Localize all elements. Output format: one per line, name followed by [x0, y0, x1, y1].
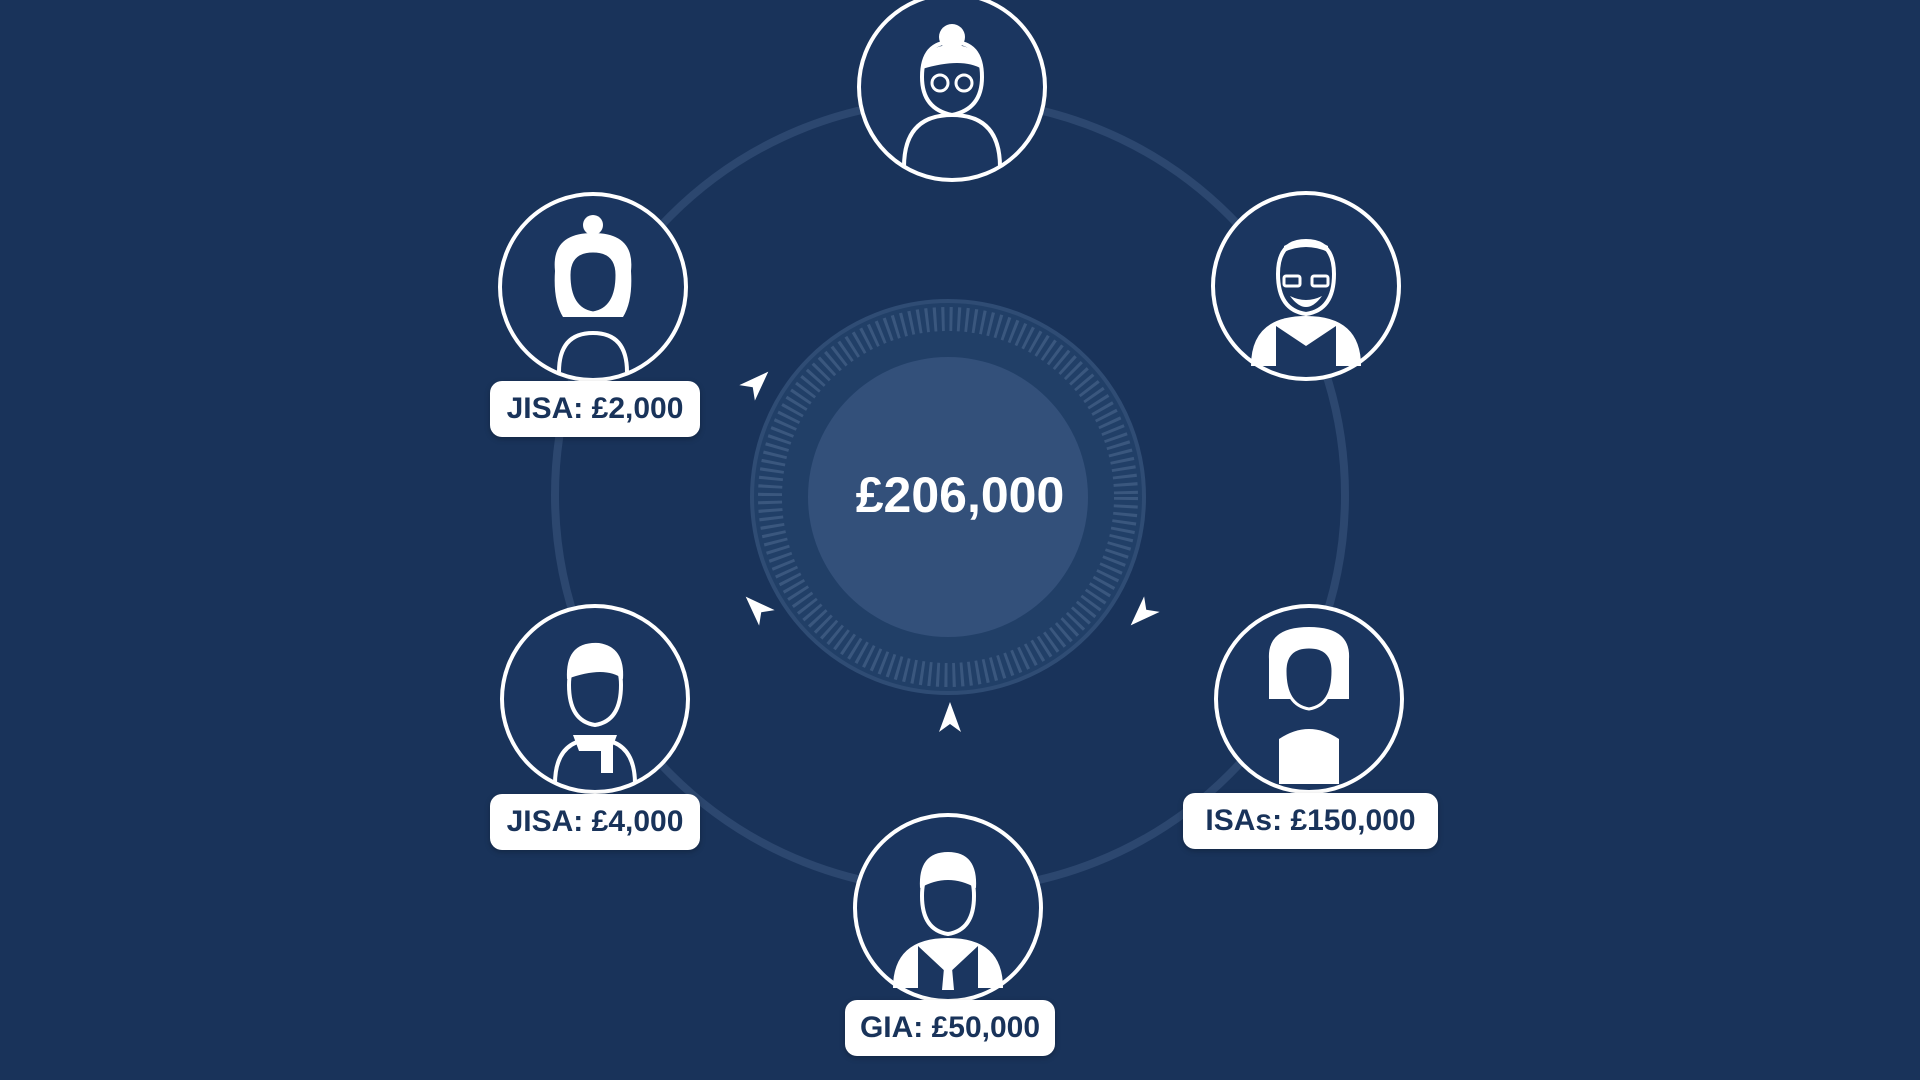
- grandmother-avatar-icon: [857, 0, 1047, 182]
- man-avatar-icon: [853, 813, 1043, 1003]
- woman-avatar-icon: [1214, 604, 1404, 794]
- girl-avatar-icon: [498, 192, 688, 382]
- label-mother: ISAs: £150,000: [1183, 793, 1438, 849]
- center-dial: [750, 299, 1146, 695]
- boy-avatar-icon: [500, 604, 690, 794]
- arrow-icon: [745, 596, 775, 626]
- total-value: £206,000: [855, 467, 1065, 523]
- arrow-icon: [939, 702, 961, 732]
- grandfather-avatar-icon: [1211, 191, 1401, 381]
- arrow-icon: [739, 371, 769, 401]
- label-daughter: JISA: £2,000: [490, 381, 700, 437]
- label-son: JISA: £4,000: [490, 794, 700, 850]
- label-father: GIA: £50,000: [845, 1000, 1055, 1056]
- arrow-icon: [1130, 596, 1160, 626]
